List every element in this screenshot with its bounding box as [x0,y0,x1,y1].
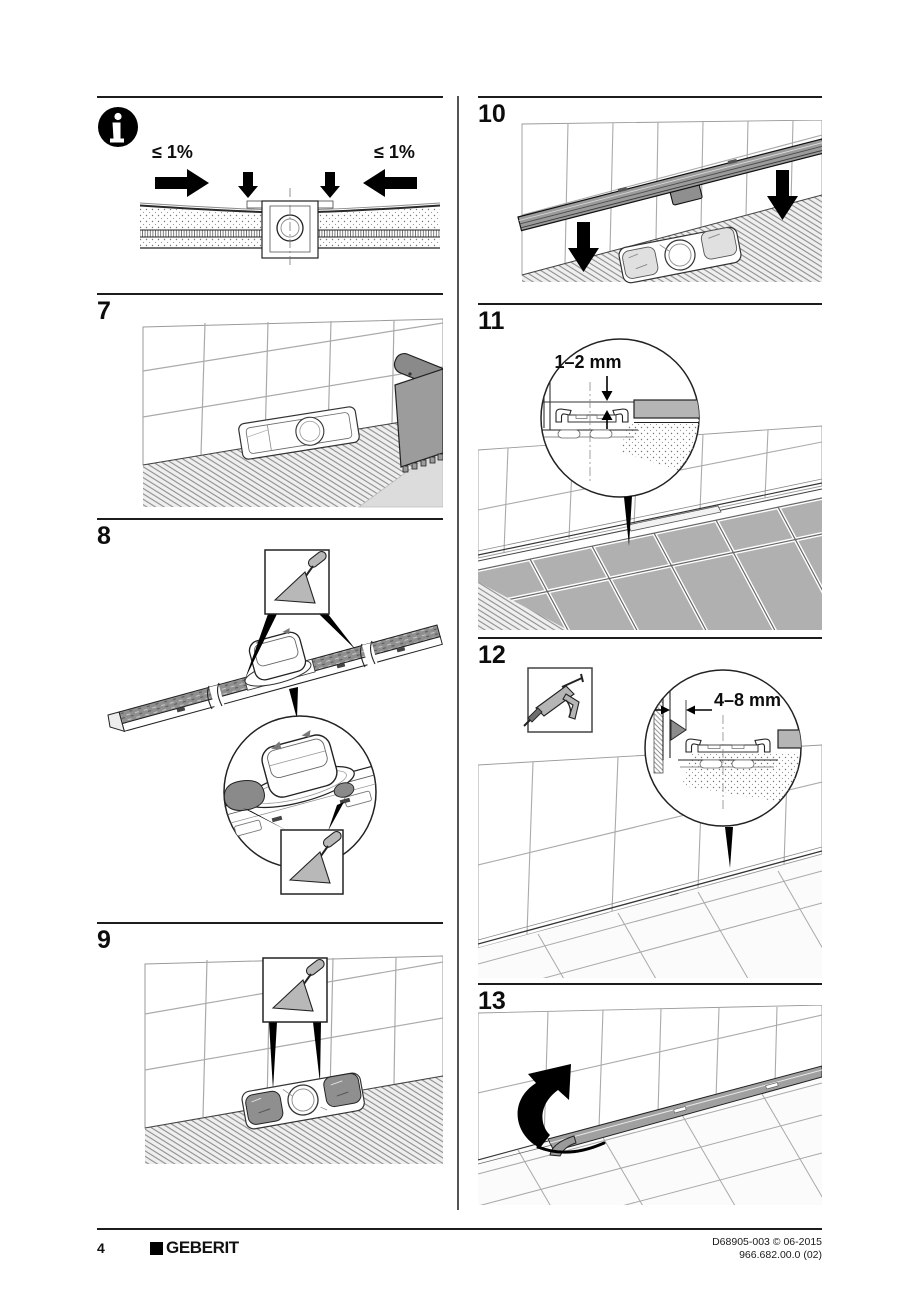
slope-arrow-left-icon [363,169,417,197]
doc-ref-line: D68905-003 © 06-2015 [712,1236,822,1248]
rule-step8 [97,518,443,520]
white-floor-tiles [478,1069,822,1205]
pointer-to-joint [725,827,733,868]
brand-logo-text: GEBERIT [166,1238,239,1257]
detail-magnifier-circle [540,338,700,498]
rule-step13 [478,983,822,985]
caulking-gun-icon [523,673,584,727]
dimension-label-step11: 1–2 mm [554,352,622,372]
page-number: 4 [97,1240,105,1256]
pointer-to-joint [624,496,632,546]
break-mark [359,640,378,668]
pointer [243,808,288,831]
silicone-joint [670,719,687,741]
pointer [319,614,356,650]
doc-version-line: 966.682.00.0 (02) [739,1249,822,1261]
notched-trowel [393,352,443,473]
rule-step9 [97,922,443,924]
drain-body-section [246,188,334,266]
document-reference: D68905-003 © 06-2015 966.682.00.0 (02) [712,1236,822,1262]
step-11-illustration [478,338,822,630]
rule-step10 [478,96,822,98]
down-arrow-icon [767,170,798,220]
trowel-callout-bottom [243,802,344,895]
white-floor-tiles [478,855,822,978]
step-13-number: 13 [478,987,506,1015]
pointer [313,1022,321,1083]
silicone-gun-callout-box [523,667,593,733]
gray-floor-tiles [478,496,822,630]
rule-step7 [97,293,443,295]
step-7-number: 7 [97,297,111,325]
drain-flange-plate [238,406,360,460]
slope-label-right: ≤ 1% [374,142,415,162]
slope-label-left: ≤ 1% [152,142,193,162]
down-arrow-icon [568,222,599,272]
detail-magnifier-circle [644,669,802,827]
trowel-callout [262,957,328,1090]
brand-logo-square [150,1241,163,1255]
drain-body [248,627,307,681]
drain-flange-plate [618,226,742,284]
trowel-icon [271,958,325,1012]
trowel-icon [288,830,342,884]
dimension-label-step12: 4–8 mm [714,690,782,710]
info-illustration [98,107,441,266]
trowel-icon [273,550,327,604]
rule-step12 [478,637,822,639]
screed-corner [478,582,568,630]
pointer [328,802,344,831]
drain-flange-with-mortar [241,1072,365,1130]
press-down-arrow-icons [238,172,340,198]
step-9-illustration [144,955,443,1164]
dimension-arrows [601,376,613,429]
rule-info-top [97,96,443,98]
step-7-illustration [142,318,443,508]
step-8-illustration [107,549,443,895]
shower-channel-bar [517,138,822,232]
drain-body-detail [261,729,338,798]
floor-tile-section [777,729,801,749]
step-11-number: 11 [478,307,505,335]
tiled-wall [478,1005,822,1161]
rule-step11 [478,303,822,305]
slope-arrow-right-icon [155,169,209,197]
floor-cross-section [139,188,441,266]
step-10-illustration [517,120,822,284]
pointer-to-detail [289,687,298,719]
step-12-number: 12 [478,641,506,669]
step-13-illustration [478,1005,822,1205]
info-icon [98,107,138,147]
mortar-blob-small [333,782,355,798]
pointer [245,614,277,679]
step-12-illustration [478,667,822,978]
rule-footer [97,1228,822,1230]
wall-core-section [653,687,664,774]
brand-logo: GEBERIT [150,1238,239,1258]
break-mark [206,682,225,710]
floor-tile-section [633,399,699,419]
curved-arrow-icon [517,1064,606,1154]
step-8-number: 8 [97,522,111,550]
channel-at-wall [478,478,822,562]
column-divider [457,96,459,1210]
tiled-wall [142,318,443,466]
pointer [269,1022,277,1090]
drain-channel-bar [107,624,443,733]
mortar-blob [223,780,265,811]
trowel-callout-top [245,549,356,679]
step-9-number: 9 [97,926,111,954]
step-10-number: 10 [478,100,506,128]
